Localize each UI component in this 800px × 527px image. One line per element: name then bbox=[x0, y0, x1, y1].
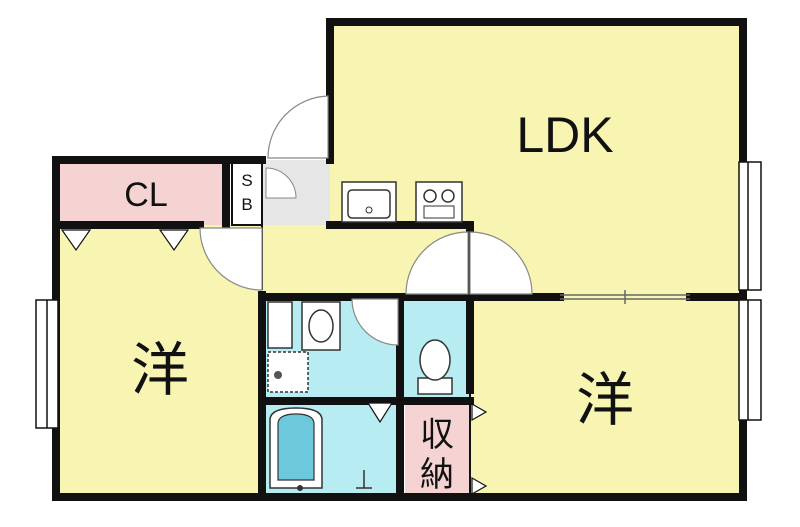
shoe-box-label-s: S bbox=[241, 171, 252, 190]
closet-door-arrows bbox=[60, 229, 488, 496]
sliding-door bbox=[560, 290, 690, 304]
faucet-icon bbox=[356, 470, 372, 489]
closet-floor bbox=[56, 160, 226, 225]
sink-icon bbox=[341, 181, 397, 223]
shelf bbox=[267, 301, 293, 349]
storage-label-2: 納 bbox=[420, 456, 454, 494]
shoe-box-label-b: B bbox=[241, 195, 252, 214]
western-room-left-label: 洋 bbox=[131, 338, 189, 403]
toilet-icon bbox=[417, 339, 453, 395]
closet-label: CL bbox=[124, 176, 167, 214]
western-room-right-label: 洋 bbox=[576, 368, 634, 433]
ldk-label: LDK bbox=[516, 107, 613, 163]
door-swing-icon bbox=[199, 95, 533, 346]
western-room-right-floor bbox=[470, 297, 743, 496]
stove-icon bbox=[415, 181, 463, 223]
window-icon bbox=[35, 161, 762, 429]
storage-floor bbox=[405, 401, 470, 496]
washer-drain-icon bbox=[267, 351, 309, 393]
washbasin-icon bbox=[301, 301, 341, 351]
door-swing-icon bbox=[265, 167, 297, 199]
storage-label-1: 収 bbox=[420, 416, 454, 454]
bathtub-icon bbox=[269, 407, 323, 491]
